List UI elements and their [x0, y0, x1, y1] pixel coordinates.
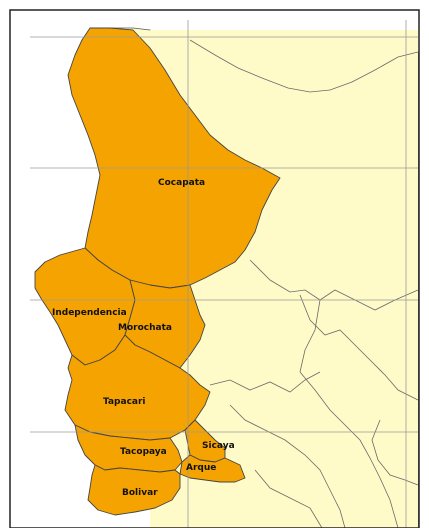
label-tacopaya: Tacopaya — [120, 447, 167, 457]
region-tapacari[interactable] — [64, 334, 211, 441]
region-arque[interactable] — [179, 454, 246, 483]
label-sicaya: Sicaya — [202, 441, 235, 451]
label-bolivar: Bolivar — [122, 488, 158, 498]
region-bolivar[interactable] — [87, 464, 181, 516]
neighbor-boundaries — [189, 39, 419, 528]
label-tapacari: Tapacari — [103, 397, 146, 407]
label-morochata: Morochata — [118, 323, 172, 333]
province-regions — [34, 27, 281, 516]
graticule-lines — [30, 20, 418, 528]
label-cocapata: Cocapata — [158, 178, 205, 188]
region-cocapata[interactable] — [67, 27, 281, 289]
region-morochata[interactable] — [124, 279, 206, 369]
map-border — [9, 9, 420, 528]
label-arque: Arque — [186, 463, 216, 473]
region-labels: Cocapata Independencia Morochata Tapacar… — [52, 178, 235, 498]
label-independencia: Independencia — [52, 308, 127, 318]
